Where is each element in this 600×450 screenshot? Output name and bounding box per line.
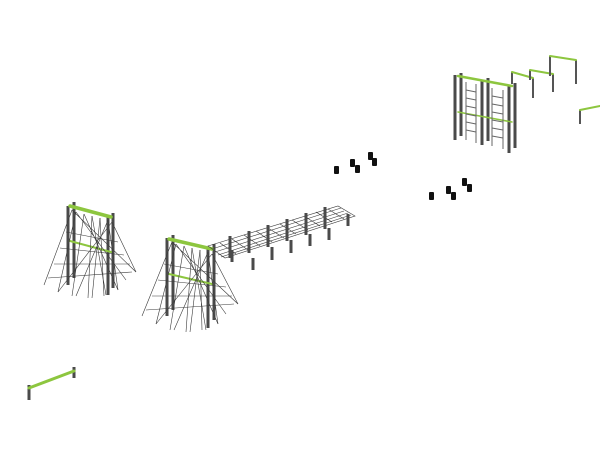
- horizontal-net-bridge: [207, 205, 356, 270]
- climbing-net-frame-2: [141, 235, 239, 333]
- climbing-net: [43, 209, 137, 299]
- stepping-posts-2: [429, 178, 472, 200]
- ladder-tower: [453, 73, 517, 153]
- balance-beam: [27, 367, 76, 400]
- stepping-posts-1: [334, 152, 377, 174]
- bridge-support-posts: [228, 207, 350, 270]
- ladder-rungs: [465, 82, 504, 149]
- pull-up-bars: [511, 55, 600, 124]
- climbing-net: [141, 241, 239, 333]
- climbing-net-frame-1: [43, 202, 137, 299]
